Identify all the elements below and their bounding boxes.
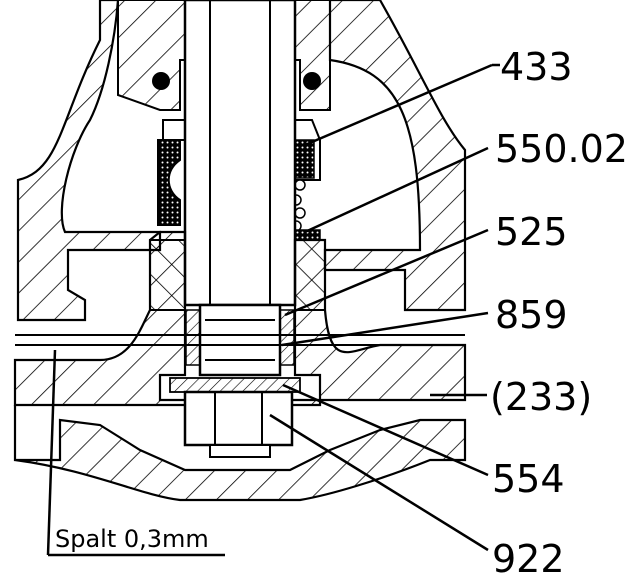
leader-lines [46, 63, 500, 557]
impeller-233 [13, 230, 467, 407]
label-859: 859 [495, 293, 568, 337]
ring-859 [279, 309, 295, 366]
gland-left [117, 0, 186, 111]
label-525: 525 [495, 210, 568, 254]
casing-bottom [13, 405, 467, 502]
seal-seat-left [157, 119, 186, 226]
label-233: (233) [490, 375, 592, 419]
o-ring-right [303, 72, 321, 90]
nut-922 [183, 390, 294, 458]
shaft [183, 0, 297, 307]
label-554: 554 [492, 457, 565, 501]
label-922: 922 [492, 537, 565, 581]
shaft-end [198, 303, 282, 377]
label-433: 433 [500, 45, 573, 89]
o-ring-left [152, 72, 170, 90]
gland-right [294, 0, 331, 111]
label-550-02: 550.02 [495, 127, 628, 171]
key-525 [185, 309, 201, 366]
label-gap: Spalt 0,3mm [55, 525, 209, 553]
washer-554 [169, 377, 301, 393]
